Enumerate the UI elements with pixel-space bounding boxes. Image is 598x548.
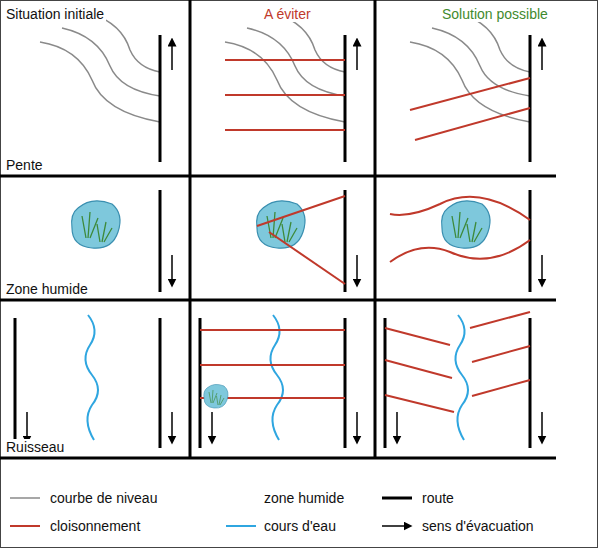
legend-text: zone humide (262, 490, 346, 506)
row-label: Pente (4, 157, 45, 173)
legend-text: cloisonnement (48, 518, 142, 534)
row-label: Ruisseau (4, 439, 66, 455)
column-header: Situation initiale (4, 6, 106, 22)
column-header: Solution possible (440, 6, 550, 22)
legend-text: cours d'eau (262, 518, 338, 534)
column-header: A éviter (262, 6, 313, 22)
legend-text: courbe de niveau (48, 490, 159, 506)
legend-text: sens d'évacuation (420, 518, 536, 534)
legend-text: route (420, 490, 456, 506)
row-label: Zone humide (4, 281, 90, 297)
